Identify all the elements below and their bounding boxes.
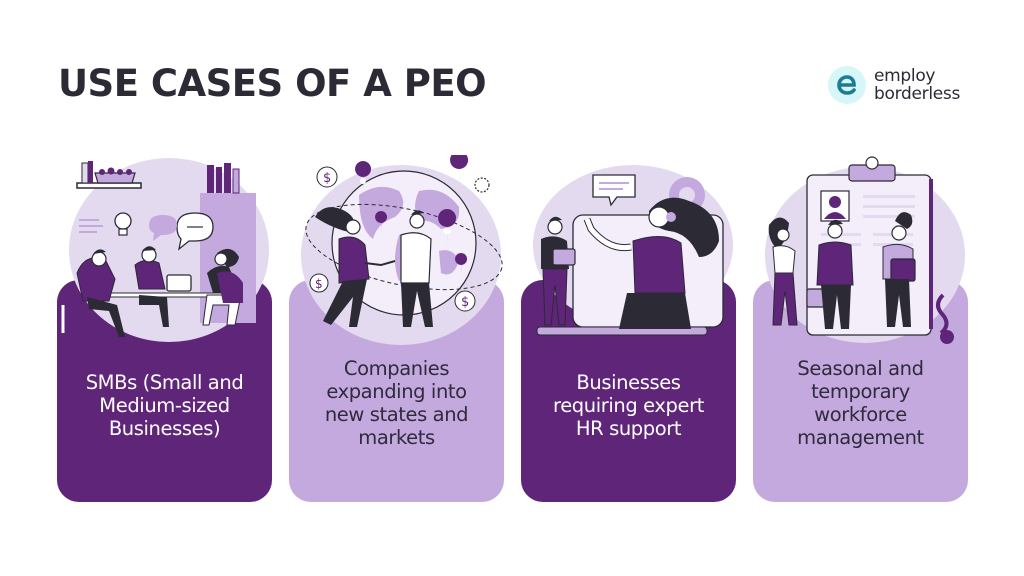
card-label: Companies expanding into new states and … bbox=[324, 357, 469, 449]
global-handshake-illustration: $ $ $ bbox=[301, 155, 503, 345]
card-label: Businesses requiring expert HR support bbox=[553, 371, 704, 440]
team-meeting-illustration bbox=[61, 158, 269, 342]
brand-name: employ borderless bbox=[874, 67, 960, 103]
brand-logo: employ borderless bbox=[828, 66, 960, 104]
use-case-card-smbs: SMBs (Small and Medium-sized Businesses) bbox=[57, 155, 272, 502]
use-case-card-seasonal-workforce: Seasonal and temporary workforce managem… bbox=[753, 155, 968, 502]
use-case-card-hr-support: Businesses requiring expert HR support bbox=[521, 155, 736, 502]
use-case-card-expansion: $ $ $ Companies expanding into new state… bbox=[289, 155, 504, 502]
page-title: USE CASES OF A PEO bbox=[58, 62, 487, 105]
brand-name-line1: employ bbox=[874, 66, 936, 86]
svg-text:$: $ bbox=[315, 277, 323, 291]
card-label: SMBs (Small and Medium-sized Businesses) bbox=[85, 371, 244, 440]
hr-video-support-illustration bbox=[533, 165, 733, 336]
svg-text:$: $ bbox=[323, 171, 331, 186]
employ-borderless-e-logo-icon bbox=[828, 66, 866, 104]
svg-text:$: $ bbox=[461, 295, 469, 310]
brand-name-line2: borderless bbox=[874, 84, 961, 104]
card-label: Seasonal and temporary workforce managem… bbox=[797, 357, 924, 449]
workforce-clipboard-illustration bbox=[765, 156, 965, 344]
